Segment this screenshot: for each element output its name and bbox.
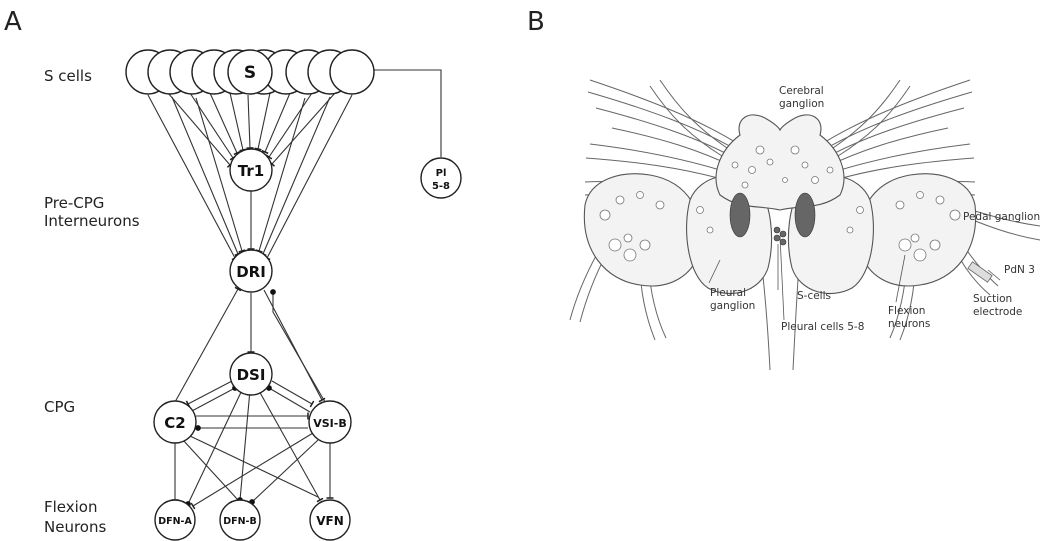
dri-to-vsib-connection: [263, 289, 326, 403]
label-suction-1: Suction: [973, 293, 1012, 305]
row-label-precpg-2: Interneurons: [44, 212, 140, 230]
ganglia-illustration: [569, 79, 1041, 371]
pl-label-2: 5-8: [432, 181, 450, 192]
suction-electrode: [967, 261, 993, 283]
pl-label-1: Pl: [436, 168, 447, 179]
pedal-ganglion-left: [583, 173, 702, 287]
s-to-tr1-connections: [167, 92, 336, 168]
row-label-s-cells: S cells: [44, 67, 92, 85]
row-label-flexion-2: Neurons: [44, 518, 106, 536]
dsi-to-vsib-connection: [271, 380, 315, 408]
label-pdn3: PdN 3: [1004, 264, 1035, 276]
s-label: S: [244, 63, 256, 83]
c2-label: C2: [164, 414, 185, 432]
dri-node: [229, 249, 273, 293]
vfn-label: VFN: [316, 514, 344, 528]
label-s-cells: S-cells: [797, 290, 831, 302]
dfnb-node: [219, 499, 261, 541]
s-to-pl-connection: [374, 69, 442, 157]
label-cerebral-2: ganglion: [779, 98, 824, 110]
label-pleural-ganglion-2: ganglion: [710, 300, 755, 312]
dri-label: DRI: [236, 263, 266, 281]
s-cell-clusters: [729, 192, 816, 246]
vsib-node: [308, 400, 352, 444]
vsib-to-dsi-connection: [266, 385, 311, 413]
pedal-ganglion-right: [858, 173, 977, 287]
label-pedal-ganglion: Pedal ganglion: [963, 211, 1040, 223]
label-flexion-neurons-2: neurons: [888, 318, 930, 330]
dsi-label: DSI: [237, 366, 266, 384]
dsi-to-c2-connection: [185, 380, 233, 408]
pl-node: [420, 157, 462, 199]
panel-a-letter: A: [4, 7, 22, 37]
tr1-label: Tr1: [238, 162, 264, 180]
label-suction-2: electrode: [973, 306, 1022, 318]
c2-node: [153, 400, 197, 444]
vsib-label: VSI-B: [313, 417, 346, 430]
tr1-node: [229, 148, 273, 192]
panel-b: B: [527, 7, 1041, 371]
c2-to-dsi-connection: [189, 385, 238, 413]
s-cell-cluster: S: [125, 49, 375, 95]
label-flexion-neurons-1: Flexion: [888, 305, 925, 317]
panel-a: A S cells Pre-CPG Interneurons CPG Flexi…: [4, 7, 462, 541]
label-leaders: [708, 235, 1001, 321]
s-to-dri-connections: [147, 94, 353, 261]
c2-to-dri-connection: [174, 286, 242, 403]
cell-bodies: [599, 145, 961, 262]
row-label-flexion-1: Flexion: [44, 498, 98, 516]
label-pleural-cells: Pleural cells 5-8: [781, 321, 864, 333]
panel-b-letter: B: [527, 7, 545, 37]
dfna-node: [154, 499, 196, 541]
vfn-node: [309, 499, 351, 541]
dfna-label: DFN-A: [158, 516, 192, 527]
row-label-precpg-1: Pre-CPG: [44, 194, 104, 212]
label-pleural-ganglion-1: Pleural: [710, 287, 746, 299]
dfnb-label: DFN-B: [223, 516, 257, 527]
label-cerebral-1: Cerebral: [779, 85, 824, 97]
s-cell: [329, 49, 375, 95]
cpg-to-flexion-connections: [171, 387, 334, 510]
row-label-cpg: CPG: [44, 398, 75, 416]
s-cell-center: [227, 49, 273, 95]
dsi-node: [229, 352, 273, 396]
